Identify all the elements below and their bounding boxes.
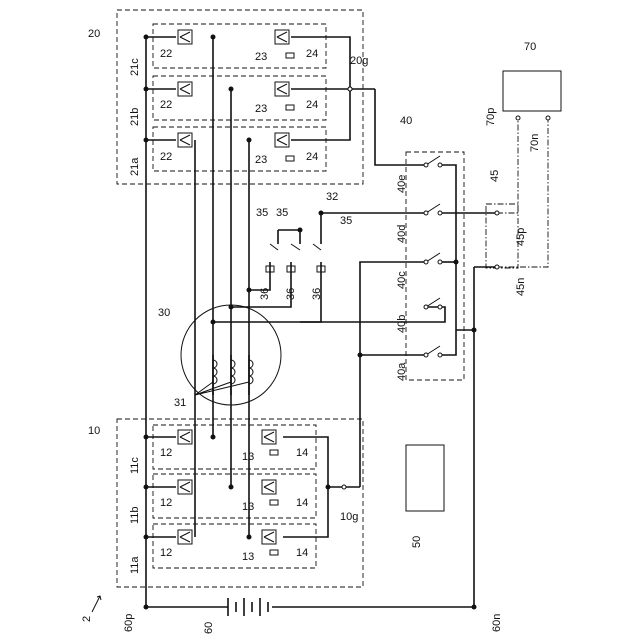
label-24-c: 24 <box>306 48 318 60</box>
label-45p: 45p <box>515 228 527 246</box>
controller-50 <box>406 445 444 511</box>
label-60: 60 <box>203 622 215 634</box>
label-40e: 40e <box>396 175 408 193</box>
label-24-b: 24 <box>306 99 318 111</box>
label-22-b: 22 <box>160 99 172 111</box>
label-32: 32 <box>326 191 338 203</box>
label-30: 30 <box>158 307 170 319</box>
leg-11b-frame <box>153 474 316 518</box>
label-21c: 21c <box>129 58 141 76</box>
label-10: 10 <box>88 425 100 437</box>
label-21a: 21a <box>129 157 141 176</box>
label-20g: 20g <box>350 55 368 67</box>
leg-11a-frame <box>153 524 316 568</box>
label-13-c: 13 <box>242 451 254 463</box>
label-40: 40 <box>400 115 412 127</box>
leg-21a-frame <box>153 127 326 171</box>
leg-11c-frame <box>153 425 316 469</box>
label-70n: 70n <box>529 134 541 152</box>
external-device-70 <box>503 71 561 111</box>
label-24-a: 24 <box>306 151 318 163</box>
label-70: 70 <box>524 41 536 53</box>
label-12-c: 12 <box>160 447 172 459</box>
label-23-b: 23 <box>255 103 267 115</box>
label-10g: 10g <box>340 511 358 523</box>
label-22-a: 22 <box>160 151 172 163</box>
coils-31 <box>195 360 253 395</box>
label-23-c: 23 <box>255 51 267 63</box>
switch-contacts <box>342 87 442 489</box>
label-60n: 60n <box>491 614 503 632</box>
label-35-2: 35 <box>276 207 288 219</box>
leg-21c-frame <box>153 24 326 68</box>
label-31: 31 <box>174 397 186 409</box>
inverter-10-frame <box>117 419 363 587</box>
label-11a: 11a <box>129 556 141 574</box>
label-45n: 45n <box>515 278 527 296</box>
label-40c: 40c <box>396 271 408 289</box>
label-40b: 40b <box>396 315 408 333</box>
label-fig-2: 2 <box>81 616 93 622</box>
battery-60 <box>228 598 268 616</box>
label-11c: 11c <box>129 457 141 474</box>
label-40d: 40d <box>396 225 408 243</box>
label-35-1: 35 <box>256 207 268 219</box>
label-14-a: 14 <box>296 547 308 559</box>
label-12-b: 12 <box>160 497 172 509</box>
label-13-b: 13 <box>242 501 254 513</box>
label-23-a: 23 <box>255 154 267 166</box>
figure-arrow <box>92 596 101 612</box>
label-14-c: 14 <box>296 447 308 459</box>
label-36-2: 36 <box>285 288 297 300</box>
label-14-b: 14 <box>296 497 308 509</box>
label-22-c: 22 <box>160 48 172 60</box>
label-36-3: 36 <box>311 288 323 300</box>
label-70p: 70p <box>485 108 497 126</box>
label-45: 45 <box>489 170 501 182</box>
label-36-1: 36 <box>259 288 271 300</box>
label-35-3: 35 <box>340 215 352 227</box>
label-50: 50 <box>411 536 423 548</box>
label-60p: 60p <box>123 614 135 632</box>
leg-21b-frame <box>153 76 326 120</box>
relays-35 <box>266 244 325 272</box>
label-11b: 11b <box>129 506 141 524</box>
label-13-a: 13 <box>242 551 254 563</box>
wiring <box>146 37 497 607</box>
label-40a: 40a <box>396 362 408 381</box>
label-12-a: 12 <box>160 547 172 559</box>
label-20: 20 <box>88 28 100 40</box>
label-21b: 21b <box>129 108 141 126</box>
